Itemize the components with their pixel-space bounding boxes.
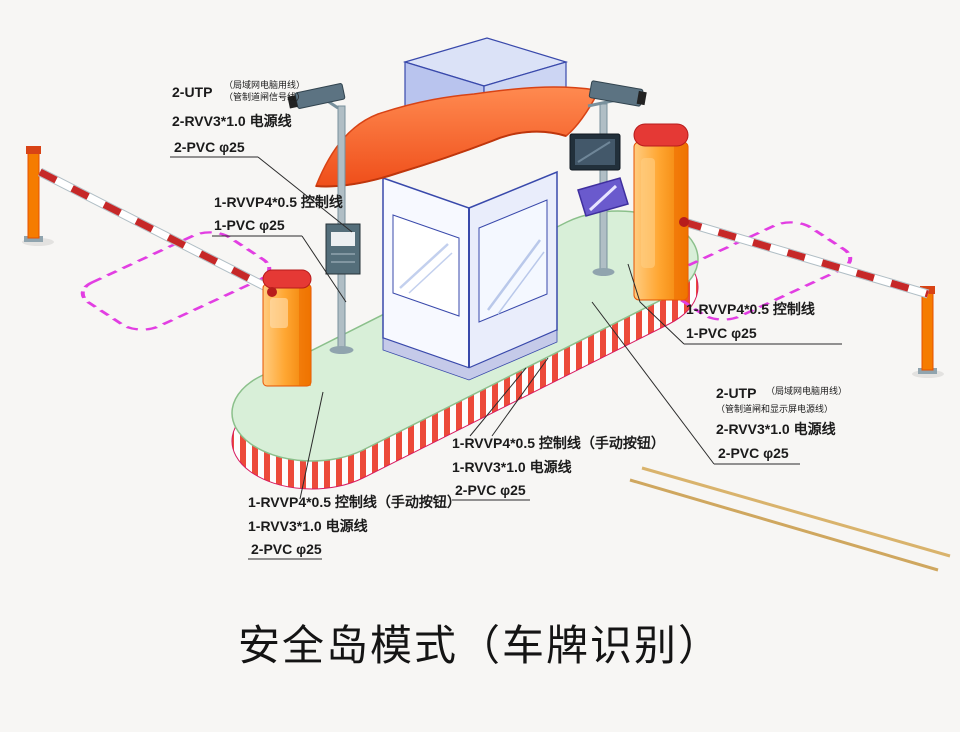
camera-pole-left [287, 83, 361, 354]
led-display [577, 177, 629, 217]
loop-outline [80, 231, 272, 331]
canopy-under-edge [315, 130, 567, 188]
canopy-shape [314, 86, 599, 188]
label-center-bottom: 1-RVVP4*0.5 控制线（手动按钮） 1-RVV3*1.0 电源线 2-P… [452, 435, 665, 498]
label-conduit: 2-PVC φ25 [455, 482, 526, 498]
right-camera-icon [588, 80, 647, 107]
label-left-mid: 1-RVVP4*0.5 控制线 1-PVC φ25 [214, 194, 343, 233]
label-right-mid: 1-RVVP4*0.5 控制线 1-PVC φ25 [686, 301, 815, 341]
label-utp: 2-UTP [716, 385, 756, 401]
label-power: 1-RVV3*1.0 电源线 [248, 518, 368, 534]
label-conduit: 1-PVC φ25 [214, 217, 285, 233]
guard-booth [382, 170, 558, 381]
label-right-lower: 2-UTP （局域网电脑用线） （管制道闸和显示屏电源线） 2-RVV3*1.0… [716, 385, 847, 461]
booth-window-right [478, 199, 548, 323]
barrier-cabinet-right [633, 123, 689, 301]
barrier-gate-left [22, 146, 312, 387]
barrier-post-base [918, 368, 937, 374]
control-box [325, 223, 361, 275]
pole-base [592, 268, 615, 276]
label-left-bottom: 1-RVVP4*0.5 控制线（手动按钮） 1-RVV3*1.0 电源线 2-P… [248, 494, 461, 557]
barrier-arm-right [682, 217, 930, 299]
booth-canopy [314, 86, 599, 188]
barrier-post-right [921, 291, 934, 371]
label-conduit: 1-PVC φ25 [686, 325, 757, 341]
label-control: 1-RVVP4*0.5 控制线 [686, 301, 815, 317]
monitor-screen [569, 133, 621, 171]
leader-lines [170, 156, 842, 560]
barrier-cabinet-left [262, 269, 312, 387]
leader-line [591, 301, 715, 465]
barrier-post-left [27, 151, 40, 239]
label-utp-note2: （管制道闸和显示屏电源线） [716, 403, 833, 414]
label-control: 1-RVVP4*0.5 控制线 [214, 194, 343, 210]
leader-line [469, 367, 527, 437]
label-power: 2-RVV3*1.0 电源线 [172, 113, 292, 129]
booth-window-left [392, 214, 460, 317]
barrier-post-cap [26, 146, 41, 154]
camera-pole-right [569, 80, 647, 276]
label-utp-note1: （局域网电脑用线） [224, 79, 305, 90]
label-utp: 2-UTP [172, 84, 212, 100]
label-top-left: 2-UTP （局域网电脑用线） （管制道闸信号线） 2-RVV3*1.0 电源线… [172, 79, 305, 155]
leader-line [257, 156, 353, 233]
leader-line [627, 263, 685, 345]
label-power: 1-RVV3*1.0 电源线 [452, 459, 572, 475]
road-line [629, 478, 939, 572]
barrier-arm-left [37, 167, 275, 295]
label-utp-note1: （局域网电脑用线） [766, 385, 847, 396]
label-conduit: 2-PVC φ25 [174, 139, 245, 155]
label-utp-note2: （管制道闸信号线） [224, 91, 305, 102]
leader-line [299, 391, 324, 500]
arm-pivot [267, 287, 277, 297]
ground-loop-left [80, 231, 272, 331]
label-control: 1-RVVP4*0.5 控制线（手动按钮） [452, 435, 665, 451]
leader-line [491, 357, 549, 437]
label-power: 2-RVV3*1.0 电源线 [716, 421, 836, 437]
barrier-gate-right [633, 123, 944, 378]
label-conduit: 2-PVC φ25 [718, 445, 789, 461]
arm-pivot [679, 217, 689, 227]
label-conduit: 2-PVC φ25 [251, 541, 322, 557]
loop-outline [661, 221, 853, 321]
ground-loop-right [661, 221, 853, 321]
road-line [641, 466, 951, 558]
left-camera-icon [287, 83, 346, 109]
label-control: 1-RVVP4*0.5 控制线（手动按钮） [248, 494, 461, 510]
pole-base [329, 346, 354, 354]
road-edge-lines [629, 466, 951, 572]
barrier-post-base [24, 236, 43, 242]
diagram-title: 安全岛模式（车牌识别） [237, 622, 722, 669]
leader-line [301, 235, 347, 303]
